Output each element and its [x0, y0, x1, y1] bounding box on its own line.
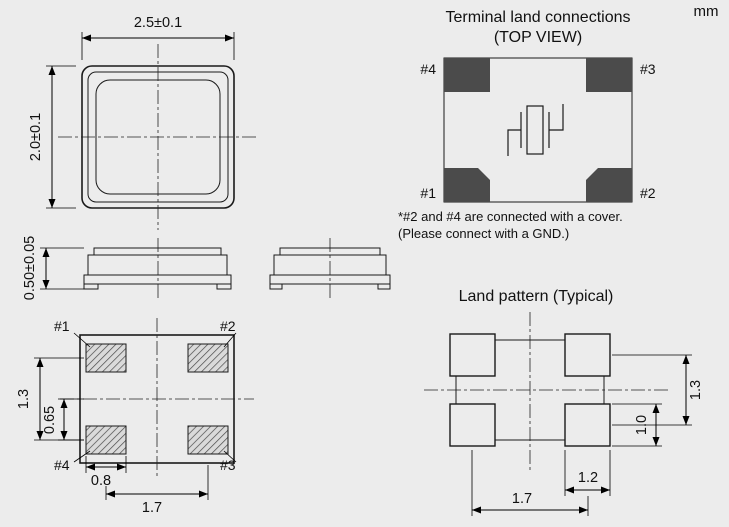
- leader-pad-3: [223, 450, 237, 463]
- thickness-dim-text: 0.50±0.05: [22, 236, 38, 300]
- land-pad-top-right: [564, 333, 611, 377]
- dim-lp-pad-height: 1.0: [612, 403, 662, 447]
- dim-half-pitch: 0.65: [42, 398, 84, 441]
- terminal-pad-1: [444, 168, 490, 202]
- package-top-view: 2.5±0.1 2.0±0.1: [28, 15, 258, 230]
- terminal-pad-3: [586, 58, 632, 92]
- bottom-view: #1 #2 #4 #3 1.3 0.65 0.8 1.7: [16, 318, 254, 516]
- dim-pad-width: 0.8: [85, 456, 127, 489]
- height-dimension: 2.0±0.1: [28, 65, 76, 209]
- dim-lp-pad-height-text: 1.0: [634, 415, 650, 435]
- pad-label-1: #1: [54, 318, 70, 334]
- dim-lp-horizontal-pitch: 1.7: [471, 450, 589, 516]
- land-pattern-title: Land pattern (Typical): [459, 288, 614, 305]
- dim-lp-pad-width: 1.2: [564, 450, 611, 496]
- height-dim-text: 2.0±0.1: [28, 113, 44, 161]
- terminal-pad-4: [444, 58, 490, 92]
- terminal-title: Terminal land connections: [446, 9, 631, 26]
- pad-label-3: #3: [220, 457, 236, 473]
- dim-half-pitch-text: 0.65: [42, 406, 58, 434]
- terminal-label-4: #4: [420, 61, 436, 77]
- units-label: mm: [694, 3, 719, 20]
- terminal-note-line2: (Please connect with a GND.): [398, 226, 569, 241]
- dim-lp-pad-width-text: 1.2: [578, 470, 598, 486]
- terminal-subtitle: (TOP VIEW): [494, 29, 582, 46]
- leader-pad-2: [223, 332, 237, 348]
- land-pattern: Land pattern (Typical) 1.3 1.0 1.2: [424, 288, 704, 516]
- leader-pad-1: [73, 332, 91, 348]
- pad-label-4: #4: [54, 457, 70, 473]
- dim-horizontal-pitch-text: 1.7: [142, 500, 162, 516]
- pad-label-2: #2: [220, 318, 236, 334]
- terminal-label-2: #2: [640, 185, 656, 201]
- thickness-dimension: 0.50±0.05: [22, 236, 84, 300]
- bottom-pad-2: [187, 343, 229, 373]
- side-view-front: 0.50±0.05: [22, 236, 232, 300]
- width-dim-text: 2.5±0.1: [134, 15, 182, 31]
- land-pad-top-left: [449, 333, 496, 377]
- side-view-end: [269, 238, 391, 300]
- leader-pad-4: [73, 450, 91, 463]
- terminal-label-3: #3: [640, 61, 656, 77]
- dim-vertical-pitch-text: 1.3: [16, 389, 32, 409]
- dim-lp-horizontal-pitch-text: 1.7: [512, 491, 532, 507]
- terminal-body-outline: [443, 57, 633, 203]
- land-pad-bottom-left: [449, 403, 496, 447]
- land-pad-bottom-right: [564, 403, 611, 447]
- dim-lp-vertical-pitch: 1.3: [612, 354, 704, 426]
- crystal-symbol-icon: [507, 104, 564, 156]
- bottom-pad-1: [85, 343, 127, 373]
- dim-horizontal-pitch: 1.7: [105, 465, 209, 516]
- terminal-note-line1: *#2 and #4 are connected with a cover.: [398, 209, 623, 224]
- bottom-pad-3: [187, 425, 229, 455]
- land-courtyard-outline: [455, 339, 605, 441]
- terminal-pad-2: [586, 168, 632, 202]
- dim-pad-width-text: 0.8: [91, 473, 111, 489]
- terminal-label-1: #1: [420, 185, 436, 201]
- dim-lp-vertical-pitch-text: 1.3: [688, 380, 704, 400]
- terminal-land-connections: Terminal land connections (TOP VIEW) #4 …: [398, 9, 656, 241]
- width-dimension: 2.5±0.1: [81, 15, 235, 60]
- bottom-pad-4: [85, 425, 127, 455]
